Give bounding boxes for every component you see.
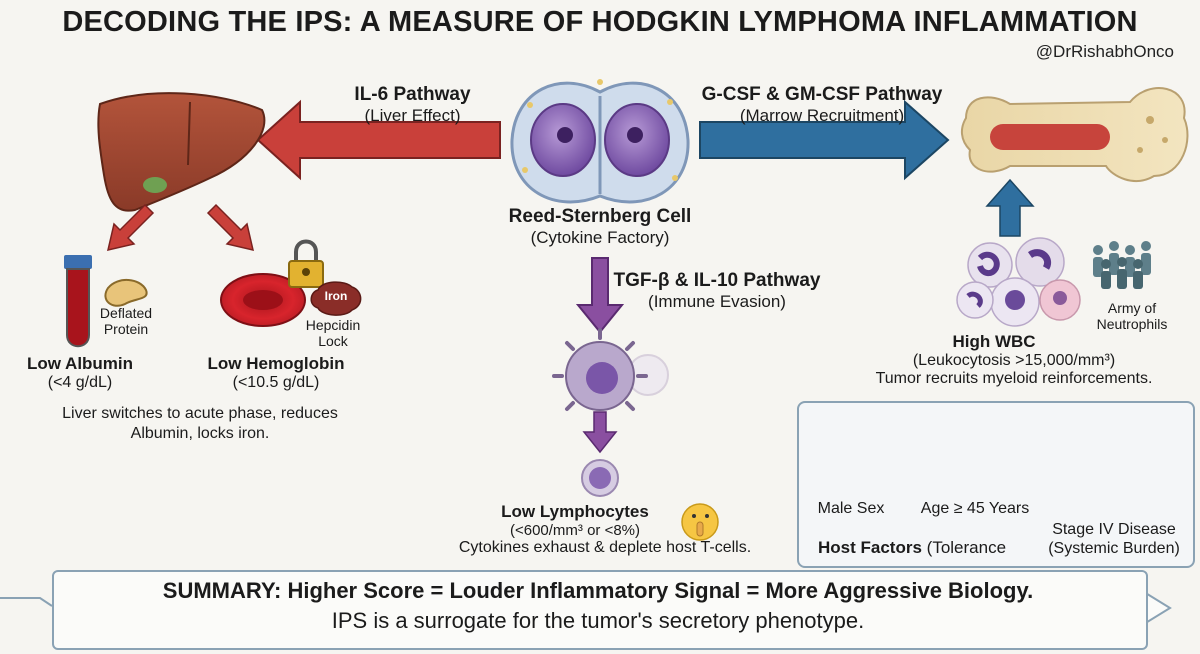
bone-marrow-icon [960, 87, 1189, 182]
deflated-protein-icon [104, 279, 148, 307]
age-label: Age ≥ 45 Years [920, 500, 1030, 517]
low-albumin-name: Low Albumin [26, 354, 134, 373]
low-lymphocytes-note: Cytokines exhaust & deplete host T-cells… [458, 539, 752, 556]
exhausted-lymphocyte-icon [552, 328, 669, 424]
tgf-pathway-effect: (Immune Evasion) [648, 292, 786, 311]
host-factors-title: Host Factors (Tolerance [818, 538, 1038, 558]
small-lymphocyte-icon [581, 459, 619, 497]
test-tube-icon [64, 255, 92, 348]
wbc-to-bone-arrow [985, 178, 1035, 237]
gcsf-pathway-label: G-CSF & GM-CSF Pathway (Marrow Recruitme… [692, 84, 952, 126]
liver-note: Liver switches to acute phase, reduces A… [62, 405, 338, 442]
hepcidin-lock-label: Hepcidin Lock [305, 317, 361, 349]
host-factors-title-suffix: (Tolerance [926, 538, 1007, 557]
host-factors-title-bold: Host Factors [818, 538, 922, 557]
tgf-arrow [575, 257, 625, 334]
high-wbc-value: (Leukocytosis >15,000/mm³) [912, 352, 1116, 369]
low-lymphocytes-name: Low Lymphocytes [501, 502, 649, 521]
il6-pathway-effect: (Liver Effect) [364, 106, 461, 125]
iron-label: Iron [324, 289, 348, 303]
low-hemoglobin-value: (<10.5 g/dL) [232, 374, 320, 391]
army-of-neutrophils-label: Army of Neutrophils [1096, 300, 1168, 332]
liver-to-hemoglobin-arrow [206, 203, 255, 252]
low-hemoglobin-label: Low Hemoglobin (<10.5 g/dL) [196, 354, 356, 392]
male-sex-label: Male Sex [817, 500, 885, 517]
tgf-pathway-name: TGF-β & IL-10 Pathway [613, 270, 821, 291]
summary-line-1: SUMMARY: Higher Score = Louder Inflammat… [162, 578, 1034, 603]
reed-sternberg-subtitle: (Cytokine Factory) [530, 228, 670, 247]
gcsf-pathway-effect: (Marrow Recruitment) [739, 106, 905, 125]
white-blood-cells-icon [956, 237, 1081, 327]
page-title: DECODING THE IPS: A MEASURE OF HODGKIN L… [62, 6, 1138, 38]
red-blood-cell-icon [220, 273, 306, 327]
high-wbc-name: High WBC [952, 332, 1036, 351]
reed-sternberg-label: Reed-Sternberg Cell (Cytokine Factory) [490, 206, 710, 248]
padlock-icon [288, 239, 324, 288]
low-lymphocytes-label: Low Lymphocytes (<600/mm³ or <8%) Cytoki… [430, 502, 780, 557]
summary-panel [52, 570, 1148, 650]
deflated-protein-label: Deflated Protein [99, 305, 153, 337]
il6-pathway-name: IL-6 Pathway [354, 84, 471, 105]
low-lymphocytes-value: (<600/mm³ or <8%) [509, 522, 641, 539]
high-wbc-label: High WBC (Leukocytosis >15,000/mm³) Tumo… [838, 332, 1190, 388]
neutrophil-army-icon [1093, 241, 1151, 289]
low-albumin-label: Low Albumin (<4 g/dL) [20, 354, 140, 392]
author-handle: @DrRishabhOnco [1035, 42, 1174, 61]
low-hemoglobin-name: Low Hemoglobin [207, 354, 345, 373]
host-factors-panel [797, 401, 1195, 568]
lymphocyte-depletion-arrow [582, 411, 618, 454]
gcsf-pathway-name: G-CSF & GM-CSF Pathway [701, 84, 943, 105]
iron-blob-icon [310, 281, 362, 316]
reed-sternberg-cell-icon [510, 79, 690, 204]
il6-pathway-label: IL-6 Pathway (Liver Effect) [330, 84, 495, 126]
low-albumin-value: (<4 g/dL) [47, 374, 113, 391]
liver-to-albumin-arrow [106, 203, 155, 252]
gcsf-arrow [699, 99, 950, 181]
liver-icon [97, 92, 266, 212]
il6-arrow [256, 99, 501, 181]
summary-arrow-tail [0, 597, 53, 607]
tgf-pathway-label: TGF-β & IL-10 Pathway (Immune Evasion) [612, 270, 822, 312]
summary-line-2: IPS is a surrogate for the tumor's secre… [331, 608, 865, 633]
stage-iv-label: Stage IV Disease (Systemic Burden) [1048, 521, 1180, 557]
shushing-face-icon [681, 503, 719, 541]
high-wbc-note: Tumor recruits myeloid reinforcements. [875, 370, 1153, 387]
reed-sternberg-name: Reed-Sternberg Cell [508, 206, 692, 227]
